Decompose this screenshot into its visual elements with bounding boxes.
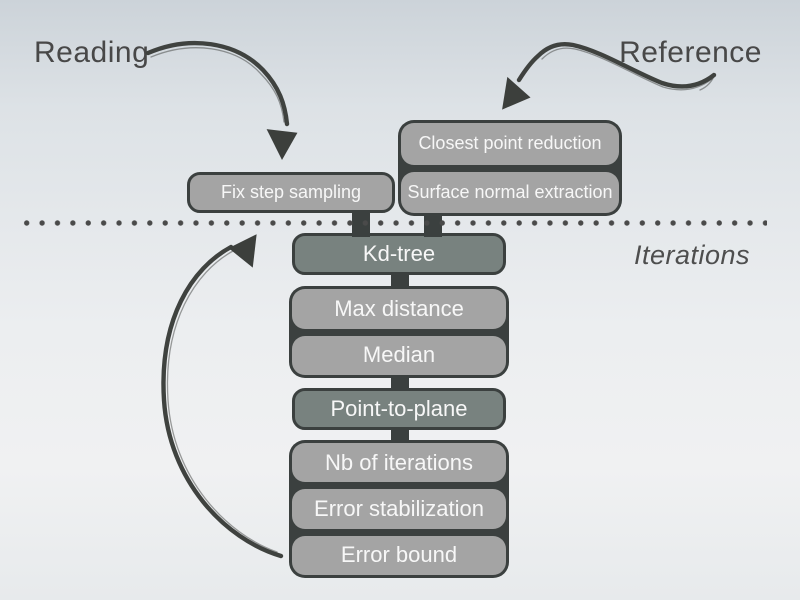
pipeline-box-fix-step-sampling: Fix step sampling	[187, 172, 395, 213]
pipeline-box-closest-point-reduction: Closest point reduction	[401, 123, 619, 165]
flow-connector-kdtree-to-maxdistance	[391, 273, 409, 289]
pipeline-box-surface-normal-extraction: Surface normal extraction	[401, 171, 619, 213]
distance-filter-group: Max distance Median	[289, 286, 509, 378]
pipeline-box-error-bound: Error bound	[292, 535, 506, 575]
reading-label: Reading	[34, 36, 150, 69]
reference-label: Reference	[619, 36, 762, 69]
iterations-label: Iterations	[634, 240, 751, 270]
pipeline-box-max-distance: Max distance	[292, 289, 506, 329]
pipeline-box-point-to-plane: Point-to-plane	[292, 388, 506, 430]
pipeline-box-median: Median	[292, 335, 506, 375]
iteration-loop-arrow-icon	[161, 234, 284, 559]
pipeline-box-error-stabilization: Error stabilization	[292, 489, 506, 529]
pipeline-box-kd-tree: Kd-tree	[292, 233, 506, 275]
reading-arrow-icon	[145, 40, 298, 161]
flow-connector-pointtoplane-to-iterations	[391, 428, 409, 442]
flow-connector-median-to-pointtoplane	[391, 376, 409, 390]
iterations-separator-dotted-line	[19, 219, 767, 227]
pipeline-box-nb-of-iterations: Nb of iterations	[292, 443, 506, 483]
reference-pipeline-group: Closest point reduction Surface normal e…	[398, 120, 622, 216]
termination-criteria-group: Nb of iterations Error stabilization Err…	[289, 440, 509, 578]
